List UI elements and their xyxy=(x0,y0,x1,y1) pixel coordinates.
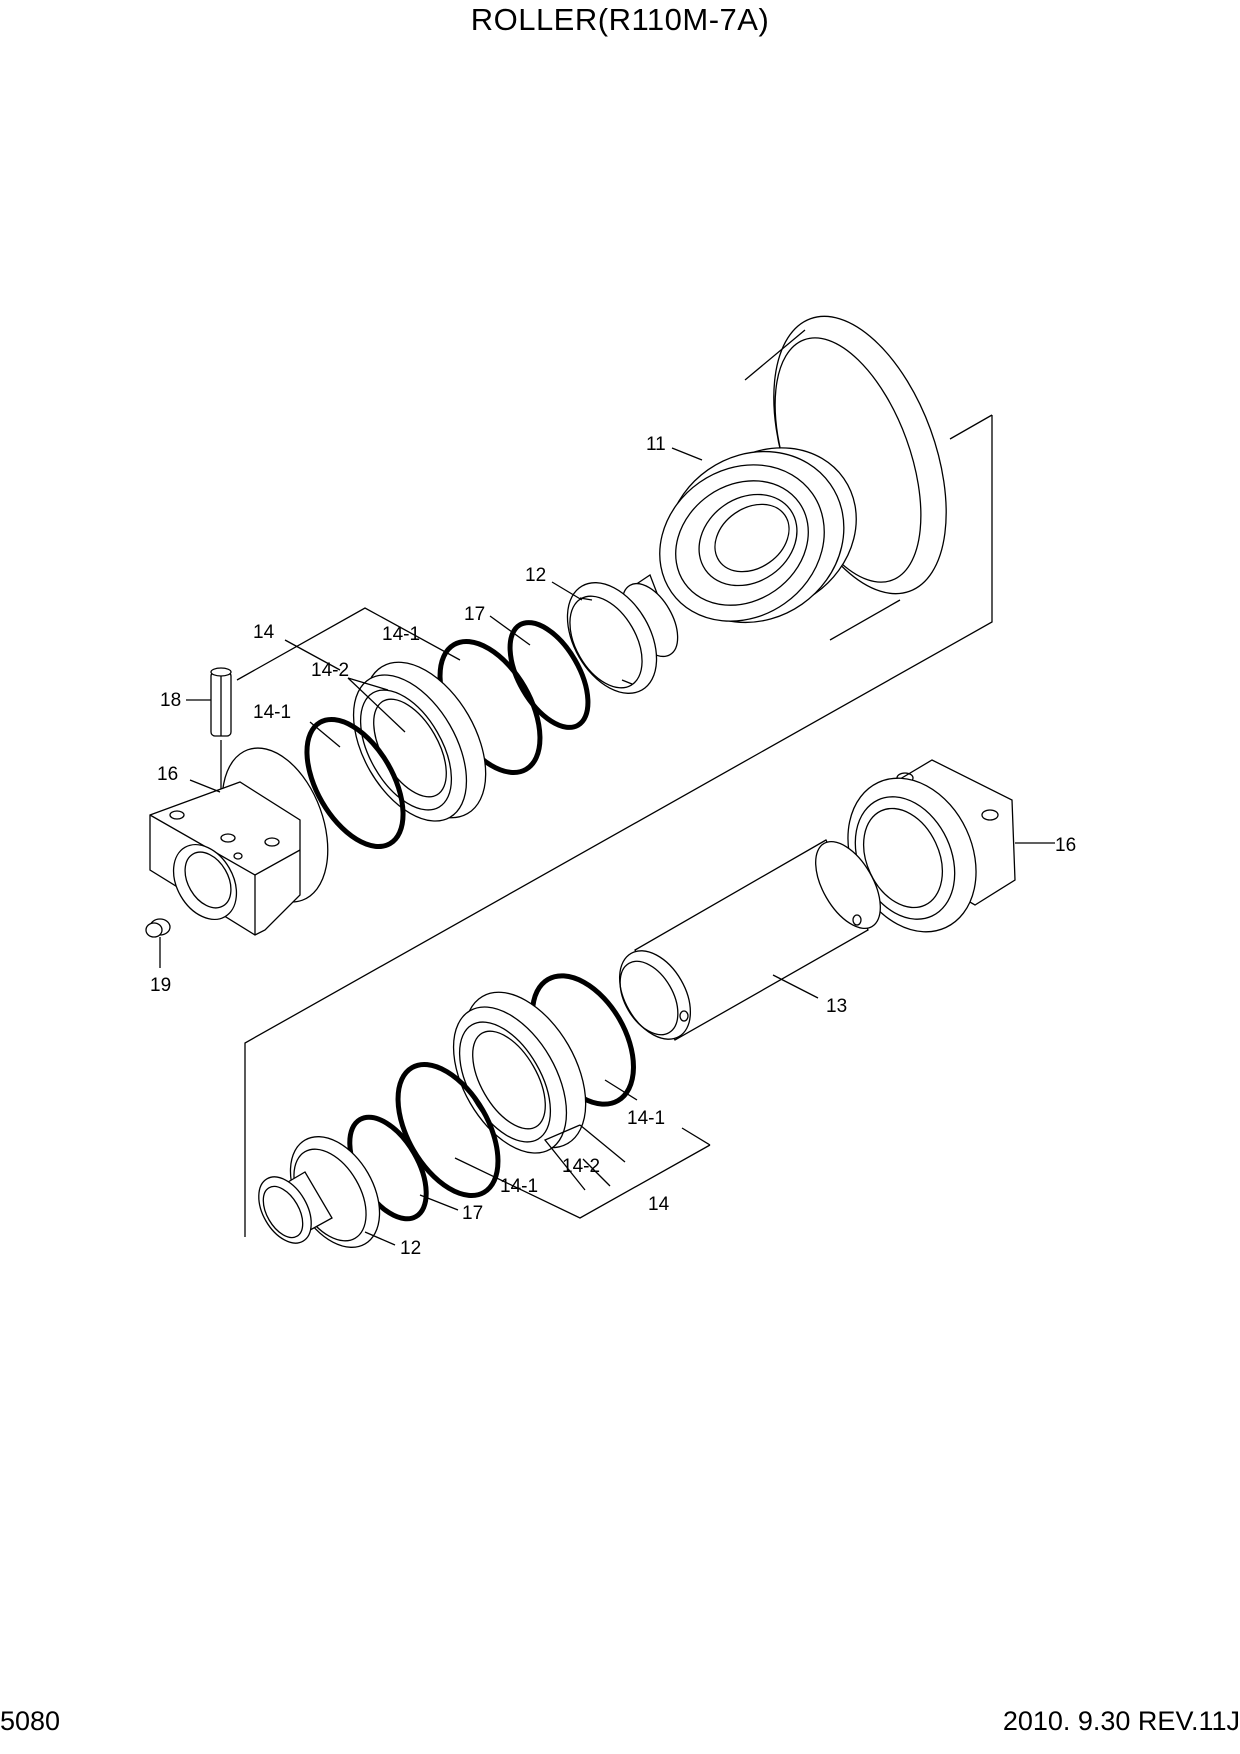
callout-16-left: 16 xyxy=(157,764,178,785)
oring-upper-part-17 xyxy=(507,620,591,730)
callout-14-1-lower-right: 14-1 xyxy=(627,1108,665,1129)
callout-13: 13 xyxy=(826,996,847,1017)
bushing-upper-part-12 xyxy=(566,574,679,694)
callout-14-1-upper-right: 14-1 xyxy=(382,624,420,645)
revision-date: 2010. 9.30 REV.11J xyxy=(1002,1706,1240,1736)
collar-left-part-16 xyxy=(149,747,329,936)
callout-labels: 11 12 17 14 14-1 14-2 14-1 18 16 16 19 1… xyxy=(150,434,1076,1259)
callout-14-1-upper-left: 14-1 xyxy=(253,702,291,723)
callout-18: 18 xyxy=(160,690,181,711)
bushing-lower-part-12 xyxy=(258,1136,381,1248)
pin-part-18 xyxy=(210,667,232,830)
seal-upper-seat-part-14-2 xyxy=(352,661,487,822)
seal-upper-ring-b-part-14-1 xyxy=(304,716,406,850)
collar-right-part-16 xyxy=(847,759,1055,933)
callout-14-1-lower-left: 14-1 xyxy=(500,1176,538,1197)
leader-lines xyxy=(186,447,711,1246)
plug-part-19 xyxy=(145,918,171,968)
callout-12-lower: 12 xyxy=(400,1238,421,1259)
callout-14-lower: 14 xyxy=(648,1194,670,1215)
callout-17-lower: 17 xyxy=(462,1203,483,1224)
page-number: 5080 xyxy=(0,1706,61,1736)
callout-19: 19 xyxy=(150,975,171,996)
shaft-part-13 xyxy=(618,839,881,1041)
callout-16-right: 16 xyxy=(1055,835,1076,856)
seal-lower-seat-part-14-2 xyxy=(452,991,587,1154)
page-title: ROLLER(R110M-7A) xyxy=(470,2,770,37)
callout-14-2-lower: 14-2 xyxy=(562,1156,600,1177)
callout-17-upper: 17 xyxy=(464,604,485,625)
callout-14-upper: 14 xyxy=(253,622,275,643)
roller-part-11 xyxy=(659,315,947,641)
callout-12-upper: 12 xyxy=(525,565,546,586)
callout-11: 11 xyxy=(646,434,666,455)
assembly-bracket-outline xyxy=(244,414,993,1237)
callout-14-2-upper: 14-2 xyxy=(311,660,349,681)
